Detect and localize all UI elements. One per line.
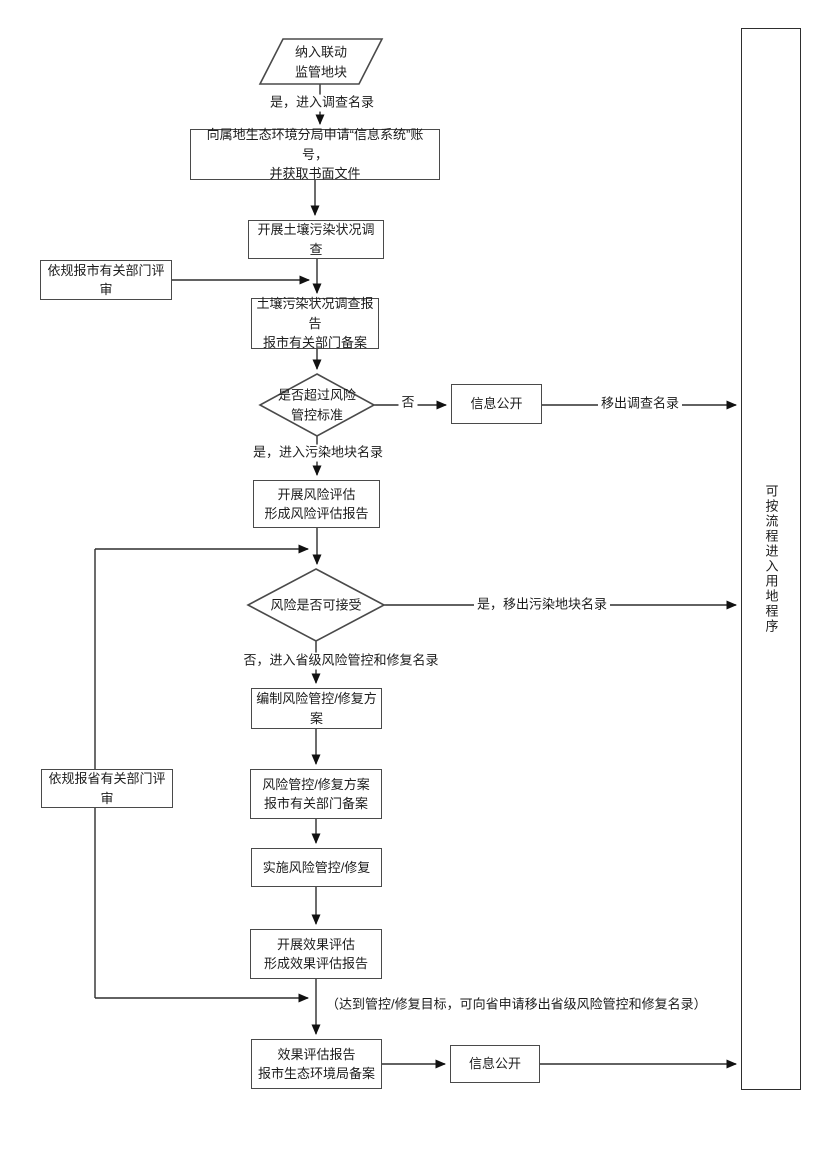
node-text-line: 形成效果评估报告 (263, 956, 368, 971)
node-text-line: 编制风险管控/修复方案 (256, 691, 377, 726)
node-text-line: 形成风险评估报告 (264, 506, 369, 521)
node-text-line: 是否超过风险 (277, 387, 357, 403)
effect-assessment-box: 开展效果评估 形成效果评估报告 (250, 929, 382, 979)
risk-assessment-box: 开展风险评估 形成风险评估报告 (253, 480, 380, 528)
node-text-line: 向属地生态环境分局申请“信息系统”账号， (206, 127, 424, 162)
plan-report-box: 风险管控/修复方案 报市有关部门备案 (250, 769, 382, 819)
node-text-line: 开展效果评估 (276, 936, 355, 952)
node-text-line: 依规报省有关部门评审 (48, 771, 166, 806)
node-text-line: 信息公开 (470, 396, 523, 412)
apply-account-box: 向属地生态环境分局申请“信息系统”账号， 并获取书面文件 (190, 127, 440, 181)
node-text-line: 管控标准 (290, 407, 344, 422)
node-text-line: 开展土壤污染状况调查 (257, 222, 375, 257)
node-text-line: 开展风险评估 (277, 486, 356, 502)
implement-box: 实施风险管控/修复 (251, 848, 382, 887)
node-text-line: 土壤污染状况调查报告 (256, 296, 374, 331)
info-public-box-1: 信息公开 (451, 384, 542, 424)
label-enter-polluted-list: 是，进入污染地块名录 (249, 444, 387, 462)
label-no: 否 (398, 394, 418, 412)
review-province-box: 依规报省有关部门评审 (41, 769, 173, 808)
node-text-line: 实施风险管控/修复 (262, 859, 371, 875)
node-text-line: 并获取书面文件 (269, 166, 361, 182)
land-use-box: 可按流程进入用地程序 (741, 28, 801, 1090)
decision-risk-acceptable-text: 风险是否可接受 (270, 595, 361, 615)
node-text-line: 信息公开 (468, 1056, 521, 1072)
label-enter-province-list: 否，进入省级风险管控和修复名录 (240, 652, 442, 670)
label-enter-survey-list: 是，进入调查名录 (266, 94, 378, 112)
label-remove-survey-list: 移出调查名录 (597, 395, 683, 413)
connector-lines (94, 84, 737, 1069)
label-remove-polluted-list: 是，移出污染地块名录 (473, 596, 611, 614)
survey-report-box: 土壤污染状况调查报告 报市有关部门备案 (251, 296, 379, 350)
soil-survey-box: 开展土壤污染状况调查 (248, 220, 384, 259)
node-text-line: 风险是否可接受 (270, 597, 362, 613)
node-text-line: 报市有关部门备案 (263, 796, 368, 811)
effect-report-box: 效果评估报告 报市生态环境局备案 (251, 1039, 382, 1089)
start-node-text: 纳入联动 监管地块 (295, 43, 347, 82)
node-text-line: 报市生态环境局备案 (257, 1066, 375, 1081)
label-goal-note: （达到管控/修复目标，可向省申请移出省级风险管控和修复名录） (323, 996, 710, 1014)
review-city-box: 依规报市有关部门评审 (40, 260, 172, 300)
node-text-line: 依规报市有关部门评审 (47, 262, 165, 298)
land-use-vertical-text: 可按流程进入用地程序 (763, 484, 779, 634)
prepare-plan-box: 编制风险管控/修复方案 (251, 688, 382, 729)
info-public-box-2: 信息公开 (450, 1045, 540, 1083)
node-text-line: 纳入联动 (294, 44, 348, 60)
node-text-line: 报市有关部门备案 (262, 335, 367, 351)
node-text-line: 监管地块 (294, 64, 348, 79)
node-text-line: 效果评估报告 (277, 1046, 356, 1062)
node-text-line: 风险管控/修复方案 (262, 776, 370, 792)
decision-exceed-standard-text: 是否超过风险 管控标准 (278, 386, 356, 425)
